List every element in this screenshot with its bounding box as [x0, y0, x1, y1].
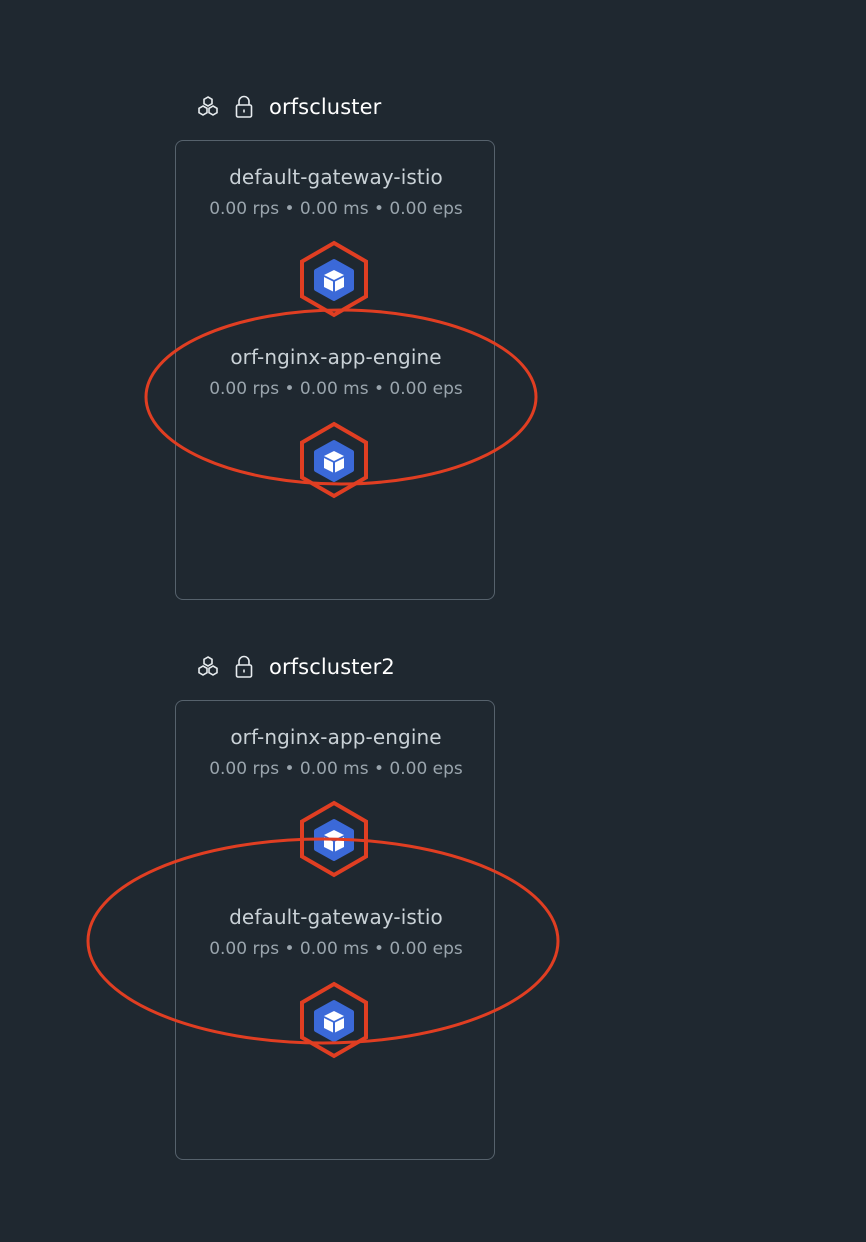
service-name: default-gateway-istio [229, 165, 443, 189]
service-metrics: 0.00 rps • 0.00 ms • 0.00 eps [209, 759, 463, 779]
service-label-1: default-gateway-istio 0.00 rps • 0.00 ms… [176, 165, 496, 219]
cluster-header-2[interactable]: orfscluster2 [195, 652, 395, 682]
service-label-2: orf-nginx-app-engine 0.00 rps • 0.00 ms … [176, 345, 496, 399]
cluster-box-2[interactable]: orf-nginx-app-engine 0.00 rps • 0.00 ms … [175, 700, 495, 1160]
cluster-name: orfscluster2 [269, 655, 395, 679]
service-metrics: 0.00 rps • 0.00 ms • 0.00 eps [209, 379, 463, 399]
cluster-icon [195, 94, 221, 120]
service-metrics: 0.00 rps • 0.00 ms • 0.00 eps [209, 199, 463, 219]
service-label-2: default-gateway-istio 0.00 rps • 0.00 ms… [176, 905, 496, 959]
service-node-orf-nginx-app-engine[interactable] [299, 421, 369, 499]
service-node-default-gateway-istio[interactable] [299, 981, 369, 1059]
cluster-name: orfscluster [269, 95, 382, 119]
service-label-1: orf-nginx-app-engine 0.00 rps • 0.00 ms … [176, 725, 496, 779]
service-name: default-gateway-istio [229, 905, 443, 929]
cluster-box-1[interactable]: default-gateway-istio 0.00 rps • 0.00 ms… [175, 140, 495, 600]
lock-icon [231, 94, 257, 120]
lock-icon [231, 654, 257, 680]
service-metrics: 0.00 rps • 0.00 ms • 0.00 eps [209, 939, 463, 959]
cluster-header-1[interactable]: orfscluster [195, 92, 381, 122]
service-node-default-gateway-istio[interactable] [299, 240, 369, 318]
cluster-icon [195, 654, 221, 680]
service-name: orf-nginx-app-engine [230, 345, 442, 369]
service-node-orf-nginx-app-engine[interactable] [299, 800, 369, 878]
service-name: orf-nginx-app-engine [230, 725, 442, 749]
